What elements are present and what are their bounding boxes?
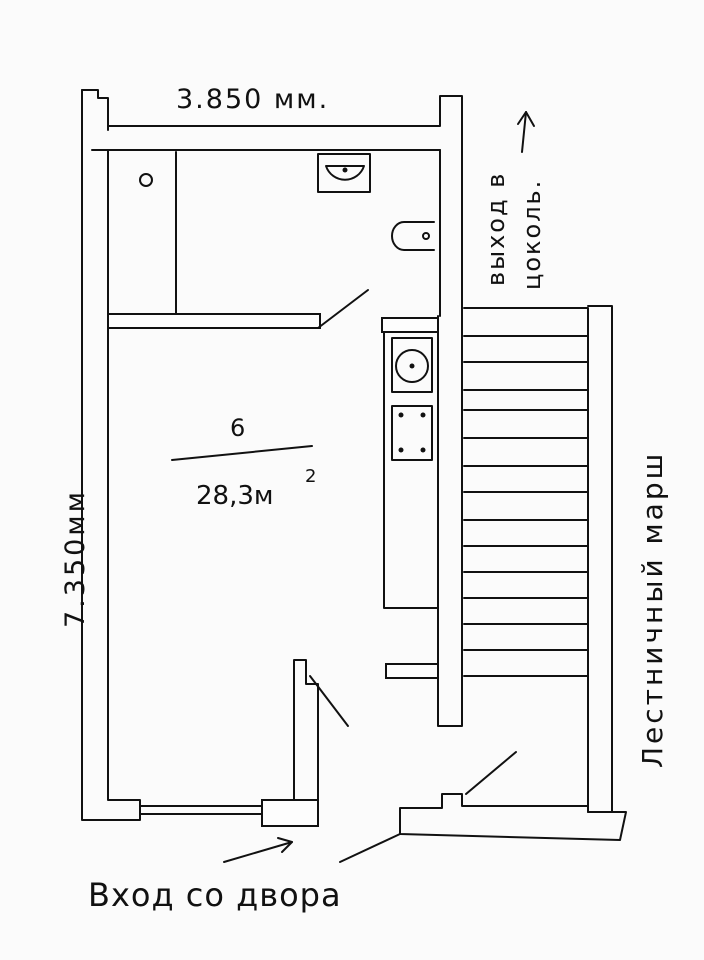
stair-landing bbox=[339, 751, 627, 863]
counter-top-cap bbox=[381, 317, 439, 333]
right-wall bbox=[437, 149, 463, 727]
counter-end-cap bbox=[385, 663, 439, 679]
kitchen-sink-icon bbox=[391, 337, 433, 393]
room-area: 28,3м bbox=[196, 481, 274, 511]
shower-drain-icon bbox=[139, 173, 153, 187]
bathroom bbox=[107, 151, 435, 329]
kitchen-counter bbox=[381, 317, 439, 679]
landing-door-swing bbox=[465, 751, 517, 795]
entrance-arrow-icon bbox=[223, 837, 293, 863]
exit-arrow-icon bbox=[517, 111, 535, 153]
room-label-divider bbox=[171, 445, 313, 461]
bathroom-partition bbox=[107, 313, 321, 329]
toilet-icon bbox=[391, 221, 435, 251]
stair-flight bbox=[463, 305, 613, 813]
door-swing-line bbox=[309, 675, 349, 727]
room-area-superscript: 2 bbox=[305, 466, 316, 487]
entrance-jamb bbox=[261, 799, 319, 827]
left-wall bbox=[81, 89, 141, 821]
width-dimension: 3.850 мм. bbox=[176, 84, 329, 115]
room-number: 6 bbox=[230, 414, 245, 442]
entrance-label: Вход со двора bbox=[88, 876, 342, 914]
stair-label: Лестничный марш bbox=[636, 451, 669, 768]
landing-extension-line bbox=[339, 833, 401, 863]
bathroom-sink-icon bbox=[317, 153, 371, 193]
entrance-opening bbox=[139, 799, 319, 827]
top-wall bbox=[107, 95, 463, 151]
exit-label-line1: выход в bbox=[482, 172, 510, 286]
interior-door bbox=[293, 659, 349, 807]
bathroom-door-swing bbox=[317, 289, 369, 329]
stove-icon bbox=[391, 405, 433, 461]
room-label: 6 28,3м 2 bbox=[171, 414, 316, 511]
height-dimension: 7.350мм bbox=[60, 489, 91, 628]
exit-label-line2: цоколь. bbox=[518, 179, 546, 290]
